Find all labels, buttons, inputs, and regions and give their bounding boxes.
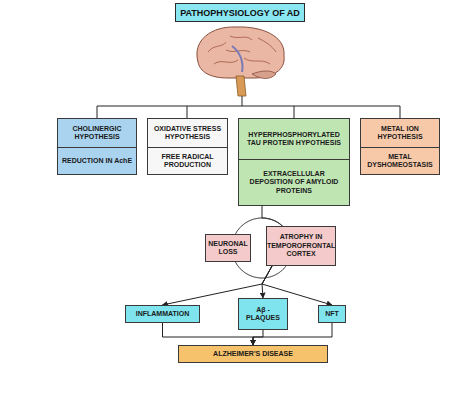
hypothesis-box: HYPERPHOSPHORYLATED TAU PROTEIN HYPOTHES… — [238, 118, 350, 206]
branch-lines — [97, 96, 400, 118]
node-heading: Aβ - PLAQUES — [239, 299, 287, 329]
hypothesis-box: CHOLINERGIC HYPOTHESISREDUCTION IN AchE — [57, 118, 137, 175]
node-body: EXTRACELLULAR DEPOSITION OF AMYLOID PROT… — [239, 159, 349, 205]
cerebellum — [252, 71, 276, 79]
branch-drops — [97, 106, 400, 118]
brain-midline — [232, 46, 243, 72]
node-body: FREE RADICAL PRODUCTION — [148, 147, 227, 174]
node-heading: ALZHEIMER'S DISEASE — [179, 346, 327, 362]
node-heading: NEURONAL LOSS — [206, 235, 250, 261]
title-box: PATHOPHYSIOLOGY OF AD — [175, 3, 305, 22]
node-body: METAL DYSHOMEOSTASIS — [361, 147, 439, 174]
outcome-box: Aβ - PLAQUES — [238, 298, 288, 330]
bus-line — [97, 106, 400, 107]
node-heading: INFLAMMATION — [126, 306, 199, 322]
process-box: ATROPHY IN TEMPOROFRONTAL CORTEX — [266, 226, 336, 266]
node-heading: HYPERPHOSPHORYLATED TAU PROTEIN HYPOTHES… — [239, 119, 349, 159]
brain-stem — [236, 76, 246, 96]
hypothesis-box: OXIDATIVE STRESS HYPOTHESISFREE RADICAL … — [147, 118, 228, 175]
outcome-box: INFLAMMATION — [125, 305, 200, 323]
node-heading: METAL ION HYPOTHESIS — [361, 119, 439, 147]
node-heading: ATROPHY IN TEMPOROFRONTAL CORTEX — [267, 227, 335, 265]
node-body: REDUCTION IN AchE — [58, 147, 136, 174]
brain-outline — [197, 27, 284, 78]
disease-box: ALZHEIMER'S DISEASE — [178, 345, 328, 363]
node-heading: OXIDATIVE STRESS HYPOTHESIS — [148, 119, 227, 147]
process-box: NEURONAL LOSS — [205, 234, 251, 262]
brain-illustration — [197, 27, 284, 96]
hypothesis-box: METAL ION HYPOTHESISMETAL DYSHOMEOSTASIS — [360, 118, 440, 175]
node-heading: CHOLINERGIC HYPOTHESIS — [58, 119, 136, 147]
trunk-line — [242, 96, 243, 106]
node-heading: NFT — [319, 306, 345, 322]
outcome-box: NFT — [318, 305, 346, 323]
